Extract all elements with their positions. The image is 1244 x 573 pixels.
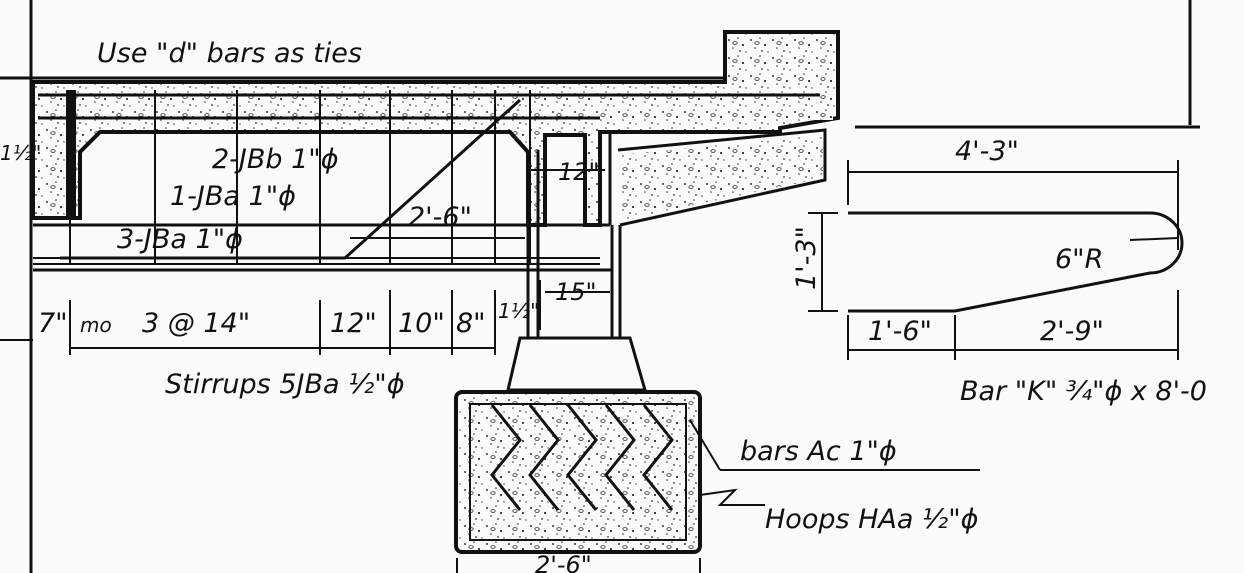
label-bar-k-radius: 6"R: [1055, 244, 1103, 275]
column-lines: [526, 150, 622, 338]
label-use-d-bars: Use "d" bars as ties: [97, 38, 362, 69]
label-1jba: 1-JBa 1"ϕ: [170, 181, 296, 212]
label-2-6: 2'-6": [408, 202, 472, 233]
label-dim-mo: mo: [80, 313, 112, 337]
label-3at14: 3 @ 14": [142, 308, 250, 339]
label-1half: 1½": [0, 141, 41, 165]
label-2-6-bottom: 2'-6": [535, 551, 592, 573]
label-12-vert: 12": [558, 158, 600, 186]
label-hoops: Hoops HAa ½"ϕ: [765, 504, 978, 535]
labels: Use "d" bars as ties 2-JBb 1"ϕ 1-JBa 1"ϕ…: [0, 38, 1207, 573]
beam-section: [31, 30, 840, 272]
pier-leaders: [456, 419, 980, 573]
label-dim-10: 10": [398, 308, 445, 339]
label-bar-k-len: 4'-3": [955, 136, 1019, 167]
label-bar-k-title: Bar "K" ¾"ϕ x 8'-0: [960, 376, 1207, 407]
label-stirrups: Stirrups 5JBa ½"ϕ: [165, 369, 405, 400]
label-bar-k-2-9: 2'-9": [1040, 316, 1104, 347]
label-15: 15": [555, 278, 597, 306]
label-2jbb: 2-JBb 1"ϕ: [212, 144, 339, 175]
label-bar-k-height: 1'-3": [791, 226, 822, 290]
label-dim-7: 7": [38, 308, 68, 339]
label-3jba: 3-JBa 1"ϕ: [117, 224, 243, 255]
label-1half-b: 1½": [498, 299, 539, 323]
pier-section: [454, 336, 702, 554]
label-bars-ac: bars Ac 1"ϕ: [740, 436, 897, 467]
dimension-lines: [0, 169, 610, 355]
bar-k-detail: [808, 160, 1184, 360]
label-dim-12: 12": [330, 308, 377, 339]
label-bar-k-1-6: 1'-6": [868, 316, 932, 347]
label-dim-8: 8": [456, 308, 486, 339]
